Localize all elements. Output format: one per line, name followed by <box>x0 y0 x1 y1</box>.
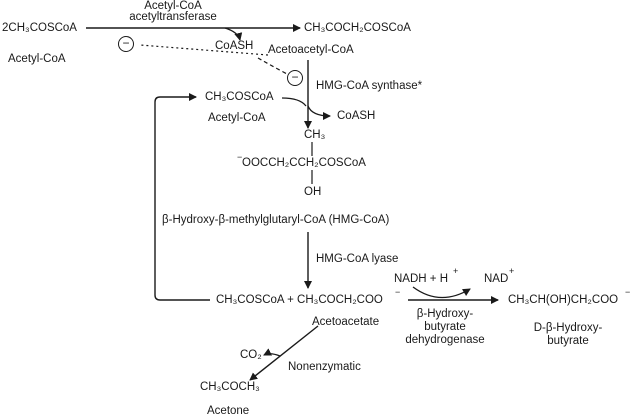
inhibition-minus-icon-2: − <box>287 70 303 86</box>
acetone-formula: CH₃COCH₃ <box>200 381 260 393</box>
hydroxybutyrate-name-line1: D-β-Hydroxy- <box>533 322 603 334</box>
coash-released-1: CoASH <box>215 40 254 52</box>
acetoacetyl-coa-label: Acetoacetyl-CoA <box>268 44 354 56</box>
hmg-coa-name: β-Hydroxy-β-methylglutaryl-CoA (HMG-CoA) <box>162 214 390 226</box>
acetyl-coa-recycle-loop <box>154 93 210 301</box>
acetoacetate-label: Acetoacetate <box>312 316 380 328</box>
nadh-proton-charge: + <box>453 266 459 276</box>
dehydrogenase-label-line3: dehydrogenase <box>405 334 485 346</box>
acetyl-coa-formula: 2CH₃COSCoA <box>2 22 77 34</box>
acetyltransferase-label-line1: Acetyl-CoA <box>144 0 202 12</box>
nad-cofactor-label: NAD <box>484 273 509 285</box>
cleavage-products-formula: CH₃COSCoA + CH₃COCH₂COO <box>216 294 383 306</box>
inhibition-dashed-line-2 <box>257 57 288 75</box>
dehydrogenase-label-line1: β-Hydroxy- <box>416 308 474 320</box>
hydroxybutyrate-charge: − <box>625 287 631 297</box>
hmg-carboxylate-charge: − <box>237 152 243 162</box>
nad-charge: + <box>509 266 515 276</box>
reaction2-coash-branch <box>307 105 331 120</box>
dehydrogenase-label-line2: butyrate <box>424 321 466 333</box>
coash-released-2: CoASH <box>337 110 376 122</box>
co2-label: CO₂ <box>240 349 262 361</box>
inhibition-minus-icon: − <box>118 36 134 52</box>
acetyltransferase-label-line2: acetyltransferase <box>129 11 217 23</box>
nadh-cofactor-label: NADH + H <box>394 273 448 285</box>
hmg-coa-synthase-label: HMG-CoA synthase* <box>316 80 423 92</box>
acetoacetate-charge: − <box>395 287 401 297</box>
hmg-coa-formula: OOCCH₂CCH₂COSCoA <box>242 157 366 169</box>
acetyl-coa-input-label: Acetyl-CoA <box>208 112 266 124</box>
hmg-coa-lyase-label: HMG-CoA lyase <box>316 253 399 265</box>
acetyl-coa-label: Acetyl-CoA <box>8 53 66 65</box>
acetyl-coa-input-formula: CH₃COSCoA <box>205 91 274 103</box>
hmg-methyl-group: CH₃ <box>304 129 326 141</box>
hmg-hydroxyl-group: OH <box>304 186 322 198</box>
acetoacetyl-coa-formula: CH₃COCH₂COSCoA <box>304 22 411 34</box>
hydroxybutyrate-name-line2: butyrate <box>547 335 589 347</box>
reaction2-acetyl-input <box>281 97 307 107</box>
inhibition-dotted-line-1 <box>139 44 269 56</box>
reaction5-arrow <box>249 325 319 381</box>
reaction1-coash-branch <box>224 27 243 41</box>
acetone-label: Acetone <box>207 405 250 417</box>
nonenzymatic-label: Nonenzymatic <box>288 361 361 373</box>
hydroxybutyrate-formula: CH₃CH(OH)CH₂COO <box>508 294 619 306</box>
reaction4-cofactor-arc <box>412 286 471 299</box>
reaction5-co2-branch <box>263 348 281 357</box>
